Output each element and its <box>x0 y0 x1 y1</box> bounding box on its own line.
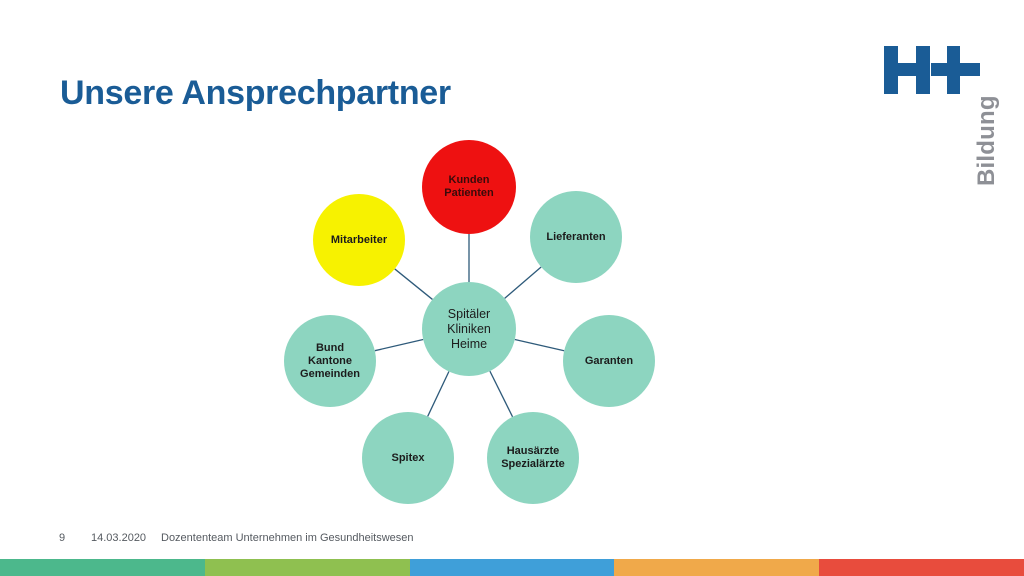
hplus-logo-mark <box>884 46 980 94</box>
node-mitarbeiter: Mitarbeiter <box>313 194 405 286</box>
footer-text: Dozententeam Unternehmen im Gesundheitsw… <box>161 532 414 544</box>
footer-page-number: 9 <box>59 532 66 544</box>
footer-date: 14.03.2020 <box>91 532 147 544</box>
connector-hausaerzte <box>489 370 514 418</box>
node-hausaerzte: Hausärzte Spezialärzte <box>487 412 579 504</box>
center-node: Spitäler Kliniken Heime <box>422 282 516 376</box>
connector-mitarbeiter <box>394 268 433 300</box>
page-title: Unsere Ansprechpartner <box>60 74 451 112</box>
color-bar-segment-4 <box>614 559 820 576</box>
node-garanten: Garanten <box>563 315 655 407</box>
color-bar-segment-5 <box>819 559 1024 576</box>
hplus-logo: Bildung <box>883 44 1000 189</box>
connector-spitex <box>427 371 450 417</box>
color-bar-segment-3 <box>409 559 615 576</box>
color-bar-segment-1 <box>0 559 205 576</box>
connector-lieferanten <box>504 266 542 299</box>
connector-bund <box>374 338 424 352</box>
connector-garanten <box>514 338 565 352</box>
node-spitex: Spitex <box>362 412 454 504</box>
footer-color-bar <box>0 559 1024 576</box>
color-bar-segment-2 <box>204 559 410 576</box>
node-kunden: Kunden Patienten <box>422 140 516 234</box>
connectors <box>374 234 565 418</box>
node-bund: Bund Kantone Gemeinden <box>284 315 376 407</box>
node-lieferanten: Lieferanten <box>530 191 622 283</box>
